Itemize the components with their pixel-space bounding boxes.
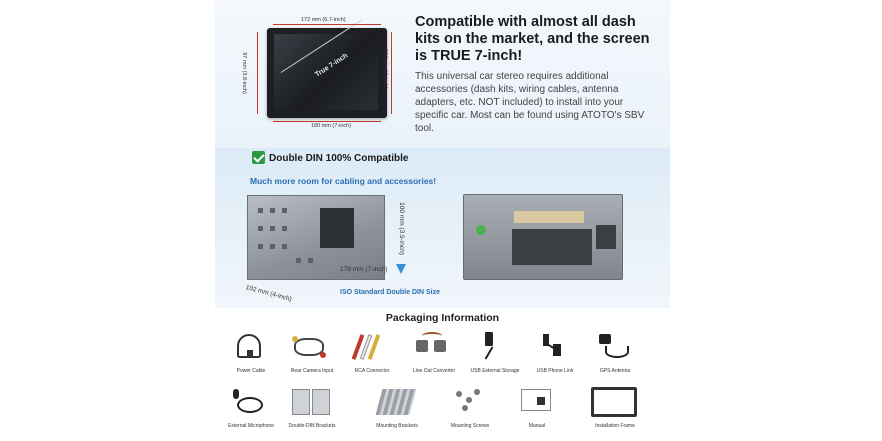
dim-height-right: 104 mm (4-inch) — [382, 48, 389, 90]
height-left-line — [257, 32, 258, 114]
width-bottom-line — [273, 121, 381, 122]
package-item: Mounting Brackets — [369, 383, 425, 429]
package-item: RCA Connector — [344, 328, 400, 374]
stereo-screen-illustration — [267, 19, 387, 118]
compat-title: Double DIN 100% Compatible — [269, 153, 409, 164]
package-item-label: RCA Connector — [354, 368, 390, 374]
dim-width-bottom: 180 mm (7-inch) — [311, 123, 352, 129]
brackets-icon — [284, 383, 340, 421]
rca-connector-icon — [344, 328, 400, 366]
screen-glass — [274, 34, 378, 110]
package-item-label: Mounting Brackets — [376, 423, 418, 429]
gps-antenna-icon — [587, 328, 643, 366]
frame-icon — [587, 383, 643, 421]
package-item: USB External Storage — [467, 328, 523, 374]
package-item-label: Installation Frame — [595, 423, 635, 429]
package-item-label: USB Phone Link — [536, 368, 574, 374]
iso-size-label: ISO Standard Double DIN Size — [340, 289, 440, 296]
height-right-line — [391, 32, 392, 114]
package-item-label: External Microphone — [228, 423, 274, 429]
usb-phone-link-icon — [527, 328, 583, 366]
package-item: Line Out Converter — [406, 328, 462, 374]
package-item: Double-DIN Brackets — [284, 383, 340, 429]
mounting-brackets-icon — [369, 383, 425, 421]
package-item: Rear Camera Input — [284, 328, 340, 374]
product-image-panel: 172 mm (6.7-inch) 97 mm (3.8-inch) 104 m… — [215, 0, 670, 441]
package-item: USB Phone Link — [527, 328, 583, 374]
package-item-label: Manual — [528, 423, 546, 429]
headline: Compatible with almost all dash kits on … — [415, 14, 650, 64]
package-item: External Microphone — [223, 383, 279, 429]
dim-height-left: 97 mm (3.8-inch) — [240, 52, 247, 94]
rear-camera-cable-icon — [284, 328, 340, 366]
compat-subtitle: Much more room for cabling and accessori… — [250, 176, 437, 186]
package-item: GPS Antenna — [587, 328, 643, 374]
checkmark-icon — [252, 151, 265, 164]
package-item: Power Cable — [223, 328, 279, 374]
package-item-label: Mounting Screws — [450, 423, 490, 429]
depth-dim: 178 mm (7-inch) — [340, 266, 388, 273]
packaging-title: Packaging Information — [385, 312, 500, 324]
package-item-label: GPS Antenna — [599, 368, 631, 374]
height-dim: 100 mm (3.9-inch) — [397, 202, 405, 255]
down-arrow-icon — [396, 264, 406, 274]
package-item-label: Rear Camera Input — [290, 368, 334, 374]
package-item: Mounting Screws — [442, 383, 498, 429]
width-top-line — [273, 24, 381, 25]
screws-icon — [442, 383, 498, 421]
package-item-label: USB External Storage — [470, 368, 520, 374]
package-item-label: Line Out Converter — [412, 368, 456, 374]
power-cable-icon — [223, 328, 279, 366]
microphone-icon — [223, 383, 279, 421]
package-item-label: Power Cable — [236, 368, 266, 374]
dim-width-top: 172 mm (6.7-inch) — [301, 17, 346, 23]
manual-icon — [509, 383, 565, 421]
line-out-converter-icon — [406, 328, 462, 366]
usb-cable-icon — [467, 328, 523, 366]
package-item: Manual — [509, 383, 565, 429]
stereo-rear-illustration — [463, 194, 623, 280]
package-item-label: Double-DIN Brackets — [288, 423, 336, 429]
body-text: This universal car stereo requires addit… — [415, 71, 645, 134]
double-din-chassis-illustration — [247, 195, 385, 280]
package-item: Installation Frame — [587, 383, 643, 429]
